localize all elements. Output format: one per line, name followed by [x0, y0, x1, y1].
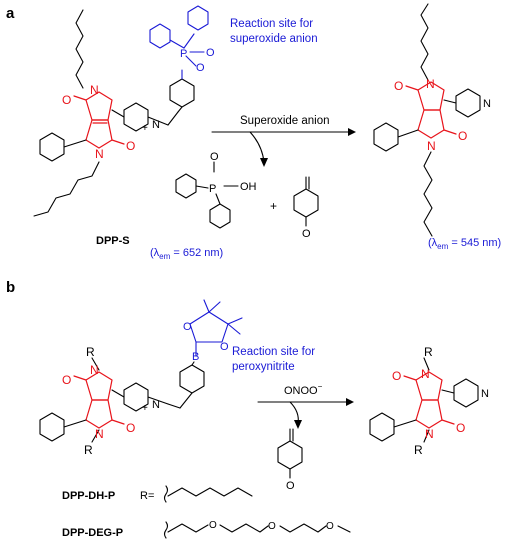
- lambda-left: (λem = 652 nm): [150, 247, 223, 261]
- panel-label-a: a: [6, 5, 15, 22]
- byproduct-p: P: [209, 183, 216, 195]
- quinone-methide-b: [277, 428, 303, 479]
- phosphorus-p: P: [180, 48, 187, 60]
- dpp-core-b: [39, 357, 181, 443]
- boronate-o2: O: [220, 341, 229, 353]
- byproduct-oh: OH: [240, 181, 257, 193]
- product-a-n-bottom: N: [427, 139, 436, 153]
- aryl-linker-ring-b: [179, 361, 205, 409]
- b-pyridinium-charge: +: [142, 403, 148, 414]
- reagent-peroxynitrite: ONOO−: [284, 382, 323, 397]
- svg-text:(λem = 545 nm): (λem = 545 nm): [428, 237, 501, 251]
- product-b: [369, 357, 479, 443]
- svg-text:ONOO−: ONOO−: [284, 382, 323, 397]
- boronate-o1: O: [183, 321, 192, 333]
- byproduct-o-double: O: [210, 151, 219, 163]
- b-n-bottom: N: [95, 427, 104, 441]
- byproduct-phosphinic-acid: [175, 161, 239, 229]
- product-a-n-top: N: [426, 77, 435, 91]
- pb-o2: O: [456, 421, 465, 435]
- quinone-methide-a: [293, 176, 319, 227]
- pb-o1: O: [392, 369, 401, 383]
- pb-r-bottom: R: [414, 443, 423, 457]
- compound-label-dpp-dh-p: DPP-DH-P: [62, 490, 115, 502]
- aryl-linker-ring: [169, 69, 195, 113]
- hexyl-chain-bottom-left: [33, 161, 100, 217]
- boron-atom: B: [192, 351, 199, 363]
- b-pyridinium-n: N: [152, 399, 160, 411]
- pyridinium-ring: [111, 102, 179, 132]
- pinacol-boronate: [189, 299, 243, 357]
- product-a-o1: O: [394, 79, 403, 93]
- pb-n-top: N: [421, 367, 430, 381]
- compound-label-dpp-deg-p: DPP-DEG-P: [62, 527, 123, 539]
- quinone-o-a: O: [302, 228, 311, 240]
- b-r-top: R: [86, 345, 95, 359]
- pyridinium-n: N: [152, 119, 160, 131]
- hexyl-chain-top-left: [75, 9, 84, 89]
- ether-o: O: [196, 62, 205, 74]
- atom-o-left-1: O: [62, 93, 71, 107]
- product-a-pyridine-n: N: [483, 98, 491, 110]
- annotation-b-line1: Reaction site for: [232, 346, 315, 358]
- phenyl-left: [39, 132, 87, 162]
- pb-pyridine-n: N: [481, 388, 489, 400]
- reaction-arrow-a: [211, 128, 356, 167]
- atom-n-bottom-left: N: [95, 147, 104, 161]
- phosphoryl-o: O: [206, 47, 215, 59]
- deg-o2: O: [268, 521, 276, 532]
- product-a-o2: O: [458, 129, 467, 143]
- pb-r-top: R: [424, 345, 433, 359]
- dpp-core-left: [73, 91, 125, 149]
- lambda-right: (λem = 545 nm): [428, 237, 501, 251]
- atom-o-left-2: O: [126, 139, 135, 153]
- product-a: [373, 3, 481, 237]
- pyridinium-charge: +: [142, 123, 148, 134]
- plus-sign-a: +: [270, 199, 277, 213]
- deg-o3: O: [326, 521, 334, 532]
- diphenylphosphinyl-group: [149, 5, 209, 67]
- b-r-bottom: R: [84, 443, 93, 457]
- quinone-o-b: O: [286, 480, 295, 492]
- annotation-a-line1: Reaction site for: [230, 18, 313, 30]
- hexyl-r-group: [163, 485, 253, 503]
- atom-n-top-left: N: [90, 83, 99, 97]
- compound-label-dpp-s: DPP-S: [96, 235, 130, 247]
- annotation-a-line2: superoxide anion: [230, 33, 318, 45]
- deg-o1: O: [209, 520, 217, 531]
- annotation-b-line2: peroxynitrite: [232, 361, 295, 373]
- rgroup-equals: R=: [140, 490, 154, 502]
- pb-n-bottom: N: [425, 427, 434, 441]
- deg-r-group: [163, 521, 351, 539]
- reaction-arrow-b: [257, 398, 354, 429]
- b-n-top: N: [90, 363, 99, 377]
- b-o2: O: [126, 421, 135, 435]
- b-o1: O: [62, 373, 71, 387]
- svg-text:(λem = 652 nm): (λem = 652 nm): [150, 247, 223, 261]
- reagent-superoxide: Superoxide anion: [240, 115, 330, 127]
- panel-label-b: b: [6, 279, 15, 296]
